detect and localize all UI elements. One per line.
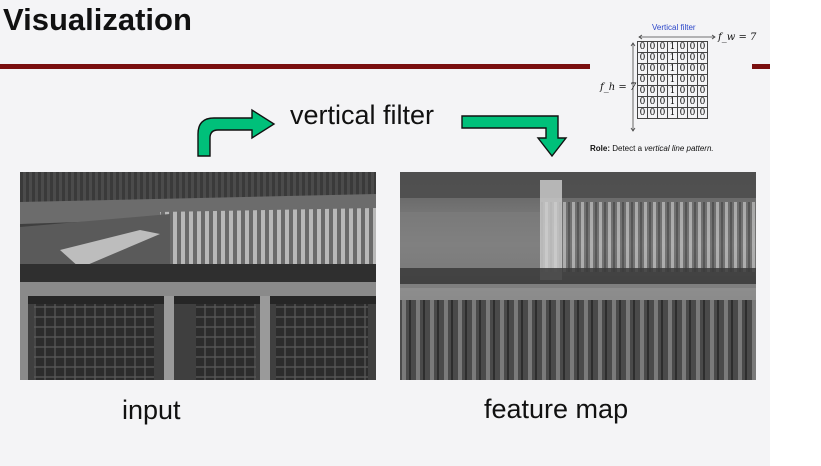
kernel-cell: 0 [687, 107, 698, 119]
role-emphasis: vertical line pattern. [644, 144, 714, 153]
role-text: Detect a [612, 144, 643, 153]
kernel-cell: 0 [697, 74, 708, 86]
kernel-cell: 0 [697, 96, 708, 108]
kernel-cell: 0 [657, 107, 668, 119]
kernel-cell: 1 [667, 52, 678, 64]
kernel-cell: 0 [687, 96, 698, 108]
kernel-cell: 0 [687, 52, 698, 64]
kernel-cell: 1 [667, 41, 678, 53]
kernel-cell: 0 [647, 85, 658, 97]
kernel-cell: 0 [657, 85, 668, 97]
kernel-cell: 0 [657, 41, 668, 53]
kernel-cell: 0 [677, 74, 688, 86]
title-divider [0, 64, 590, 69]
slide: Visualization Vertical filter f_w = 7 f_… [0, 0, 770, 466]
kernel-cell: 0 [657, 74, 668, 86]
feature-map-caption: feature map [484, 394, 629, 424]
role-prefix: Role: [590, 144, 610, 153]
kernel-width-label: f_w = 7 [718, 32, 757, 43]
kernel-cell: 0 [647, 96, 658, 108]
kernel-cell: 0 [637, 96, 648, 108]
kernel-cell: 0 [677, 107, 688, 119]
kernel-cell: 0 [647, 41, 658, 53]
kernel-cell: 0 [637, 52, 648, 64]
kernel-cell: 1 [667, 107, 678, 119]
feature-map-image [400, 172, 756, 380]
kernel-cell: 0 [637, 74, 648, 86]
kernel-cell: 0 [647, 52, 658, 64]
kernel-cell: 0 [687, 63, 698, 75]
kernel-cell: 0 [637, 41, 648, 53]
kernel-cell: 1 [667, 85, 678, 97]
kernel-cell: 0 [677, 41, 688, 53]
kernel-width-arrow [638, 34, 716, 40]
kernel-cell: 1 [667, 74, 678, 86]
kernel-cell: 0 [637, 107, 648, 119]
kernel-title: Vertical filter [652, 23, 696, 32]
kernel-cell: 0 [677, 96, 688, 108]
title-divider-right [752, 64, 770, 69]
kernel-cell: 0 [697, 63, 708, 75]
slide-title: Visualization [3, 2, 192, 37]
kernel-cell: 0 [647, 63, 658, 75]
kernel-cell: 0 [687, 41, 698, 53]
kernel-cell: 0 [657, 63, 668, 75]
kernel-cell: 0 [677, 52, 688, 64]
kernel-cell: 0 [657, 52, 668, 64]
left-flow-arrow [197, 108, 276, 157]
kernel-cell: 0 [687, 74, 698, 86]
kernel-cell: 0 [677, 63, 688, 75]
kernel-cell: 0 [637, 63, 648, 75]
kernel-cell: 0 [687, 85, 698, 97]
kernel-height-label: f_h = 7 [600, 82, 637, 93]
kernel-role: Role: Detect a vertical line pattern. [590, 144, 714, 153]
kernel-cell: 0 [647, 74, 658, 86]
kernel-cell: 0 [637, 85, 648, 97]
input-image [20, 172, 376, 380]
kernel-cell: 1 [667, 96, 678, 108]
kernel-height-arrow [630, 42, 636, 132]
kernel-cell: 0 [697, 52, 708, 64]
input-caption: input [122, 395, 181, 425]
right-flow-arrow [461, 115, 568, 158]
kernel-cell: 0 [657, 96, 668, 108]
kernel-cell: 0 [647, 107, 658, 119]
kernel-cell: 0 [697, 41, 708, 53]
kernel-cell: 0 [697, 107, 708, 119]
kernel-cell: 0 [677, 85, 688, 97]
kernel-cell: 1 [667, 63, 678, 75]
kernel-cell: 0 [697, 85, 708, 97]
filter-label: vertical filter [290, 100, 435, 130]
